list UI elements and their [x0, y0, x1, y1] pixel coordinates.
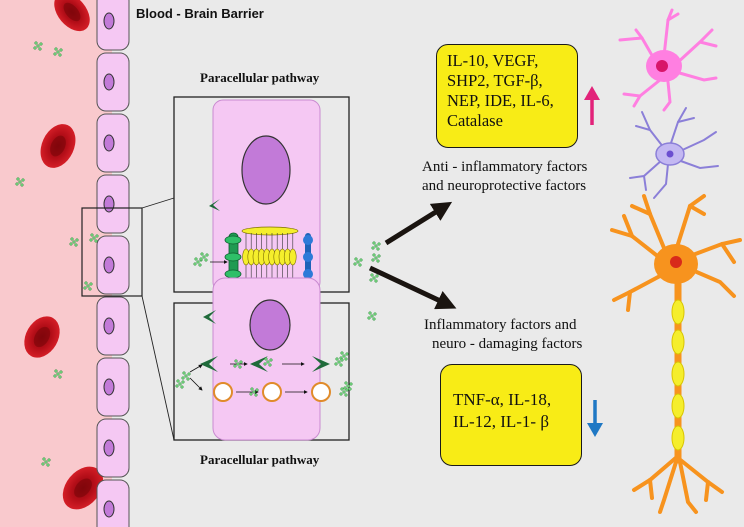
nucleus — [103, 73, 115, 91]
exosome-particle — [69, 237, 79, 247]
factor-line: SHP2, TGF-β, — [447, 71, 543, 90]
exosome-particle — [249, 387, 259, 397]
myelin-segment — [671, 299, 685, 325]
exosome-particle — [41, 457, 51, 467]
nucleus — [103, 439, 115, 457]
arrow-inflammatory — [368, 265, 457, 310]
microglia-cell — [629, 107, 719, 199]
receptor-icon — [203, 310, 216, 324]
nucleus — [249, 299, 291, 351]
page-title: Blood - Brain Barrier — [136, 6, 264, 21]
red-blood-cells — [24, 0, 104, 510]
exosome-particle — [233, 359, 243, 369]
myelin-segment — [671, 393, 685, 419]
nucleus — [103, 256, 115, 274]
exosome-particle — [83, 281, 93, 291]
connector-line — [141, 197, 175, 209]
up-arrow-icon — [584, 86, 600, 125]
nucleus — [103, 134, 115, 152]
exosome-particle — [263, 357, 273, 367]
arrow-anti-inflammatory — [384, 201, 453, 246]
myelin-segment — [671, 361, 685, 387]
exosome-particle — [339, 387, 349, 397]
paracellular-panel-top — [173, 96, 350, 293]
exosome-particle — [175, 379, 185, 389]
label-line: Anti - inflammatory factors — [422, 159, 588, 175]
nucleus — [241, 135, 291, 205]
exosome-particle — [367, 311, 377, 321]
vesicle — [213, 382, 233, 402]
endothelial-column — [96, 0, 130, 527]
myelin-segment — [671, 329, 685, 355]
connector-line — [141, 295, 175, 441]
astrocyte-cell — [618, 8, 718, 112]
anti-inflammatory-label: Anti - inflammatory factors and neuropro… — [422, 158, 587, 196]
inflammatory-box: TNF-α, IL-18, IL-12, IL-1- β — [440, 364, 582, 466]
magnify-box — [81, 207, 143, 297]
factor-line: TNF-α, IL-18, — [453, 390, 552, 409]
exosome-particle — [334, 357, 344, 367]
paracellular-panel-bottom — [173, 277, 350, 441]
vesicle — [311, 382, 332, 402]
nucleus — [103, 195, 115, 213]
exosome-particle — [353, 257, 363, 267]
neuron-cell — [610, 194, 742, 514]
nucleus — [103, 500, 115, 518]
label-line: neuro - damaging factors — [432, 336, 583, 352]
exosome-particle — [53, 47, 63, 57]
exosome-particle — [199, 252, 209, 262]
exosome-particle — [33, 41, 43, 51]
exosome-particle — [89, 233, 99, 243]
receptor-icon — [209, 199, 220, 211]
inflammatory-label: Inflammatory factors and neuro - damagin… — [424, 316, 582, 354]
exosome-particle — [181, 371, 191, 381]
receptor-icon — [200, 356, 218, 372]
receptor-icon — [250, 356, 268, 372]
exosome-particle — [339, 351, 349, 361]
anti-inflammatory-box: IL-10, VEGF, SHP2, TGF-β, NEP, IDE, IL-6… — [436, 44, 578, 148]
paracellular-label-top: Paracellular pathway — [200, 70, 320, 85]
exosome-particle — [371, 241, 381, 251]
receptor-icon — [312, 356, 330, 372]
vesicle — [262, 382, 282, 402]
myelin-segment — [671, 425, 685, 451]
exosome-particle — [371, 253, 381, 263]
factor-line: IL-10, VEGF, — [447, 51, 539, 70]
factor-line: IL-12, IL-1- β — [453, 412, 549, 431]
label-line: and neuroprotective factors — [422, 178, 587, 194]
blood-vessel-lumen — [0, 0, 112, 527]
nucleus — [103, 12, 115, 30]
exosome-particle — [53, 369, 63, 379]
paracellular-label-bottom: Paracellular pathway — [200, 452, 320, 467]
factor-line: NEP, IDE, IL-6, — [447, 91, 554, 110]
exosome-particle — [369, 273, 379, 283]
down-arrow-icon — [587, 400, 603, 437]
label-line: Inflammatory factors and — [424, 317, 577, 333]
factor-line: Catalase — [447, 111, 503, 130]
exosome-particle — [343, 381, 353, 391]
nucleus — [103, 317, 115, 335]
exosome-particles — [15, 41, 381, 467]
nucleus — [103, 378, 115, 396]
exosome-particle — [15, 177, 25, 187]
myelin-sheath — [671, 299, 685, 451]
